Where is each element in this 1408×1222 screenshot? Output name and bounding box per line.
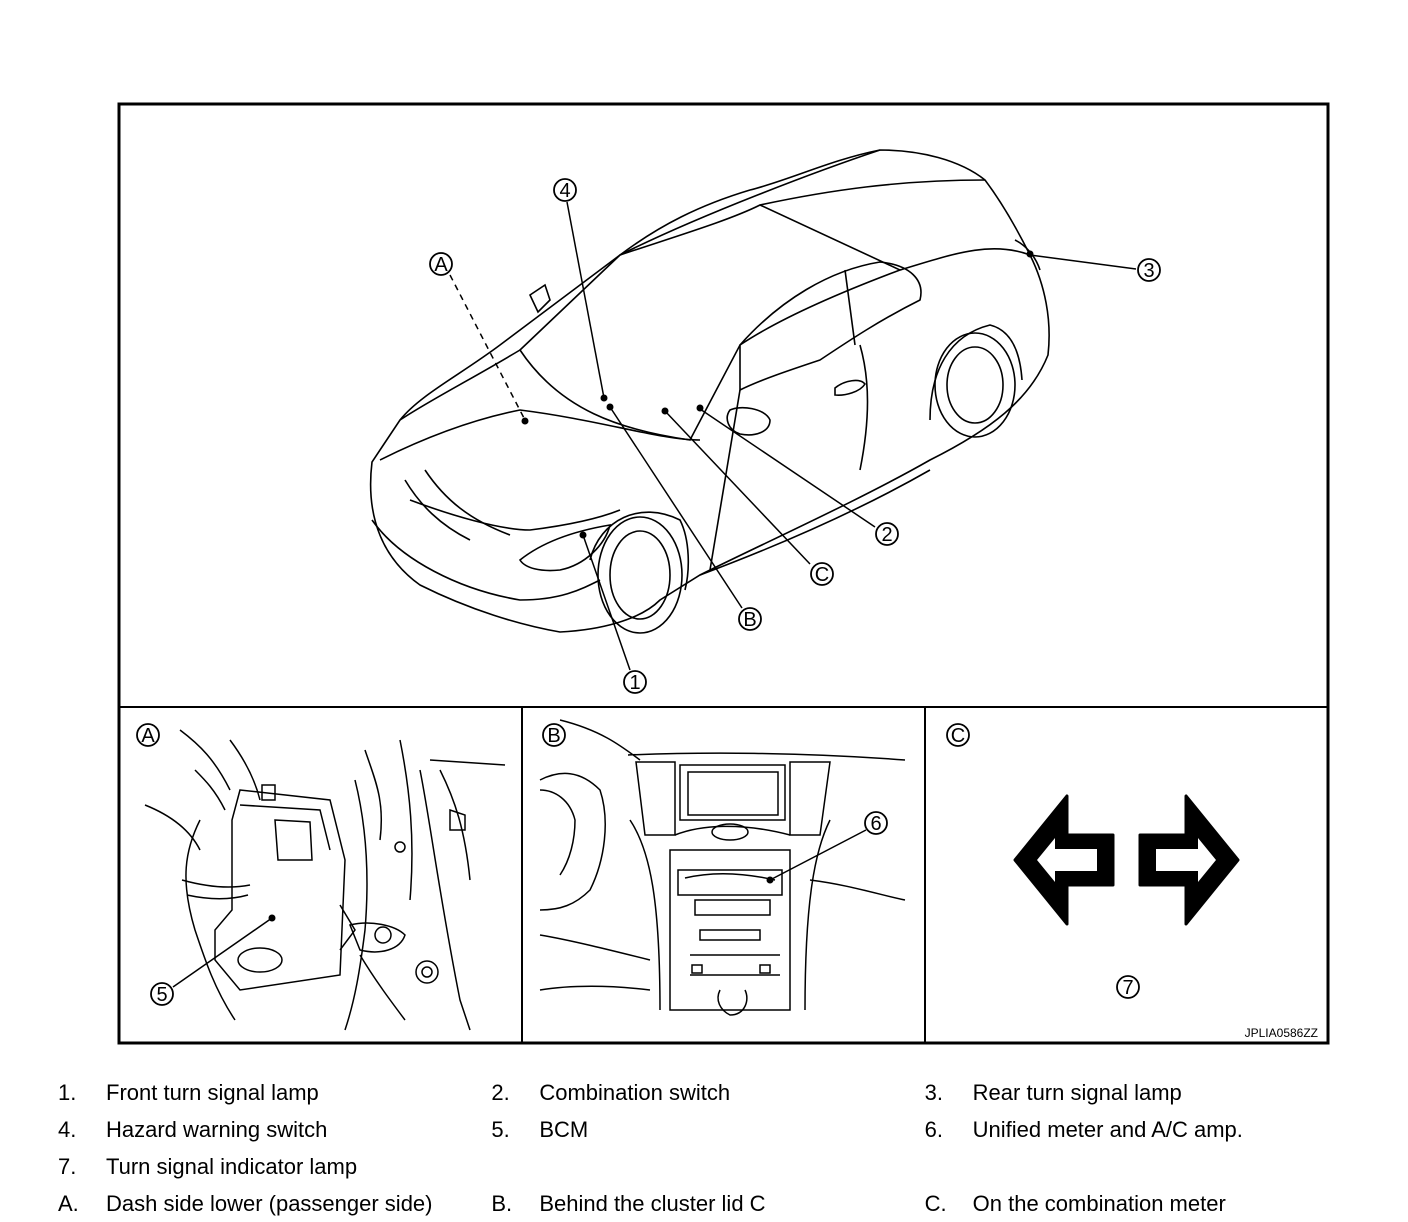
svg-text:C: C [815, 564, 829, 586]
panel-A-label: A [136, 723, 160, 747]
legend-text: Behind the cluster lid C [539, 1190, 766, 1216]
legend-row: A. Dash side lower (passenger side) B. Behi… [58, 1185, 1358, 1222]
leader-6 [769, 829, 867, 881]
legend-text: Combination switch [539, 1079, 731, 1105]
callout-A: A [429, 252, 453, 276]
component-location-diagram: A 4 3 2 C B 1 [117, 102, 1330, 1045]
svg-text:A: A [141, 725, 155, 747]
car-illustration [369, 149, 1050, 634]
legend-text: On the combination meter [972, 1190, 1226, 1216]
legend-text: Rear turn signal lamp [972, 1079, 1182, 1105]
legend-key: C. [924, 1190, 947, 1216]
callout-B: B [738, 607, 762, 631]
svg-text:6: 6 [870, 813, 881, 835]
callout-2: 2 [875, 522, 899, 546]
legend-text: Turn signal indicator lamp [106, 1153, 358, 1179]
legend-item: 2. Combination switch [491, 1080, 924, 1106]
legend-item: C. On the combination meter [925, 1191, 1358, 1217]
reference-code: JPLIA0586ZZ [1245, 1026, 1318, 1040]
legend-key: B. [491, 1190, 513, 1216]
panel-B-illustration [539, 719, 906, 1016]
panel-B-label: B [542, 723, 566, 747]
legend-item: A. Dash side lower (passenger side) [58, 1191, 491, 1217]
legend-row: 4. Hazard warning switch 5. BCM 6. Unified me… [58, 1111, 1358, 1148]
svg-text:1: 1 [629, 672, 640, 694]
legend-key: 3. [924, 1079, 944, 1105]
legend-item: 6. Unified meter and A/C amp. [925, 1117, 1358, 1143]
svg-text:B: B [547, 725, 560, 747]
legend-key: 2. [491, 1079, 510, 1105]
svg-text:2: 2 [881, 524, 892, 546]
legend-key: 4. [58, 1116, 77, 1142]
callout-7: 7 [1116, 975, 1140, 999]
legend-item: 3. Rear turn signal lamp [925, 1080, 1358, 1106]
legend: 1. Front turn signal lamp 2. Combination sw… [58, 1074, 1358, 1222]
legend-item: 5. BCM [491, 1117, 924, 1143]
legend-row: 7. Turn signal indicator lamp [58, 1148, 1358, 1185]
legend-key: 5. [491, 1116, 510, 1142]
legend-text: Dash side lower (passenger side) [106, 1190, 433, 1216]
legend-key: 6. [924, 1116, 944, 1142]
legend-item: 7. Turn signal indicator lamp [58, 1154, 491, 1180]
callout-3: 3 [1137, 258, 1161, 282]
leader-lines [566, 201, 1137, 671]
callout-5: 5 [150, 982, 174, 1006]
svg-text:7: 7 [1122, 977, 1133, 999]
panel-C-label: C [946, 723, 970, 747]
turn-signal-right-arrow-icon [1138, 794, 1240, 926]
turn-signal-left-arrow-icon [1013, 794, 1115, 926]
legend-item: B. Behind the cluster lid C [491, 1191, 924, 1217]
leader-A [449, 274, 526, 421]
legend-item: 1. Front turn signal lamp [58, 1080, 491, 1106]
callout-4: 4 [553, 178, 577, 202]
legend-text: Front turn signal lamp [106, 1079, 319, 1105]
legend-key: A. [58, 1190, 79, 1216]
callout-6: 6 [864, 811, 888, 835]
dot-6 [766, 876, 774, 884]
svg-text:3: 3 [1143, 260, 1154, 282]
leader-5 [172, 917, 273, 988]
panel-A-illustration [144, 729, 506, 1031]
legend-text: BCM [539, 1116, 589, 1142]
legend-text: Hazard warning switch [106, 1116, 328, 1142]
svg-text:4: 4 [559, 180, 570, 202]
svg-text:A: A [434, 254, 448, 276]
svg-text:B: B [743, 609, 756, 631]
legend-key: 7. [58, 1153, 77, 1179]
main-frame [117, 102, 1330, 1045]
leader-dots [521, 250, 1034, 539]
legend-item: 4. Hazard warning switch [58, 1117, 491, 1143]
svg-text:C: C [951, 725, 965, 747]
legend-row: 1. Front turn signal lamp 2. Combination sw… [58, 1074, 1358, 1111]
dot-5 [268, 914, 276, 922]
callout-1: 1 [623, 670, 647, 694]
legend-text: Unified meter and A/C amp. [972, 1116, 1243, 1142]
svg-text:5: 5 [156, 984, 167, 1006]
legend-key: 1. [58, 1079, 77, 1105]
callout-C: C [810, 562, 834, 586]
